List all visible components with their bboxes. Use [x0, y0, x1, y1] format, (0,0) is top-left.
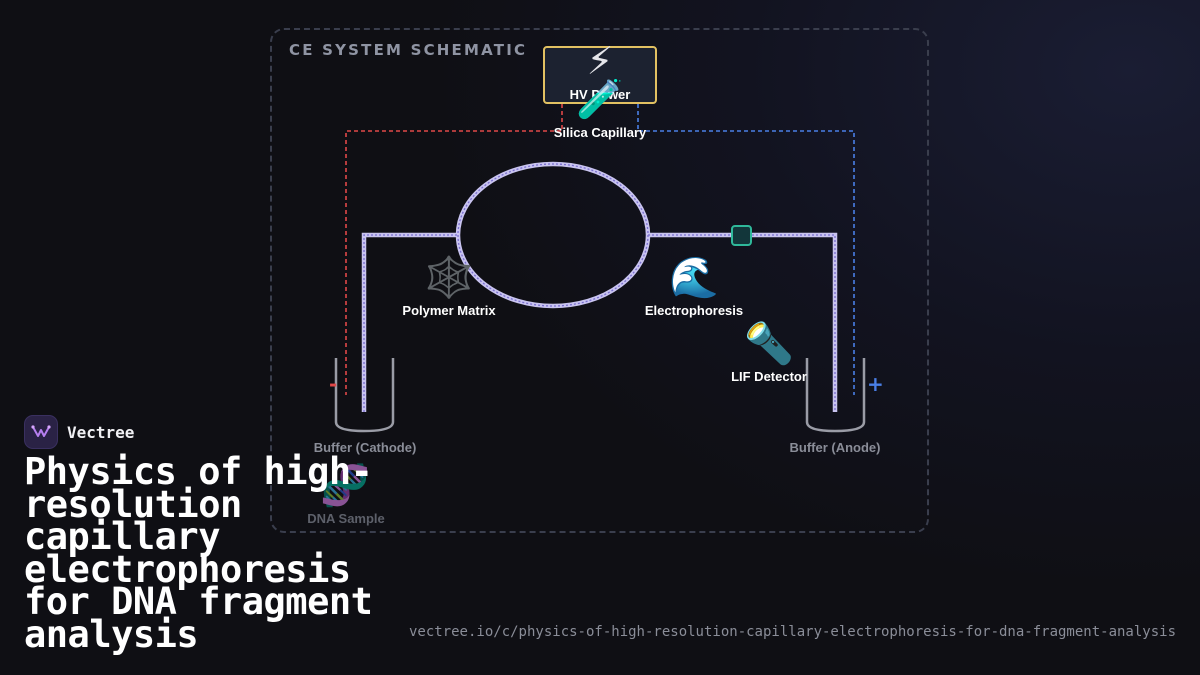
cathode-label: Buffer (Cathode)	[313, 440, 417, 455]
anode-vial	[805, 358, 866, 433]
silica-capillary-label: Silica Capillary	[553, 125, 647, 140]
schematic-frame	[270, 28, 929, 533]
positive-wire	[637, 104, 855, 395]
cathode-vial	[334, 358, 395, 433]
dna-sample-label: DNA Sample	[307, 511, 385, 526]
schematic-title: CE SYSTEM SCHEMATIC	[289, 41, 528, 59]
electrophoresis-label: Electrophoresis	[644, 303, 744, 318]
lightning-icon: ⚡	[586, 39, 614, 83]
hv-power-box	[543, 46, 657, 104]
capillary-tube	[361, 161, 838, 412]
page-title: Physics of high-resolution capillary ele…	[24, 450, 373, 656]
spider-web-icon: 🕸️	[424, 255, 474, 301]
lif-detector-label: LIF Detector	[731, 369, 807, 384]
polymer-matrix-label: Polymer Matrix	[402, 303, 496, 318]
anode-label: Buffer (Anode)	[789, 440, 881, 455]
page-url[interactable]: vectree.io/c/physics-of-high-resolution-…	[408, 624, 1176, 640]
flashlight-icon: 🔦	[744, 321, 794, 367]
cathode-sign: -	[329, 372, 338, 396]
anode-sign: +	[867, 372, 884, 396]
detection-window	[731, 225, 752, 246]
brand[interactable]: Vectree	[24, 415, 134, 449]
brand-name: Vectree	[67, 422, 135, 442]
test-tube-icon: 🧪	[576, 77, 624, 121]
water-wave-icon: 🌊	[669, 255, 719, 301]
dna-icon: 🧬	[320, 463, 370, 509]
hv-power-label: HV Power	[569, 87, 631, 102]
vectree-logo-icon	[24, 415, 58, 449]
negative-wire	[345, 104, 563, 395]
